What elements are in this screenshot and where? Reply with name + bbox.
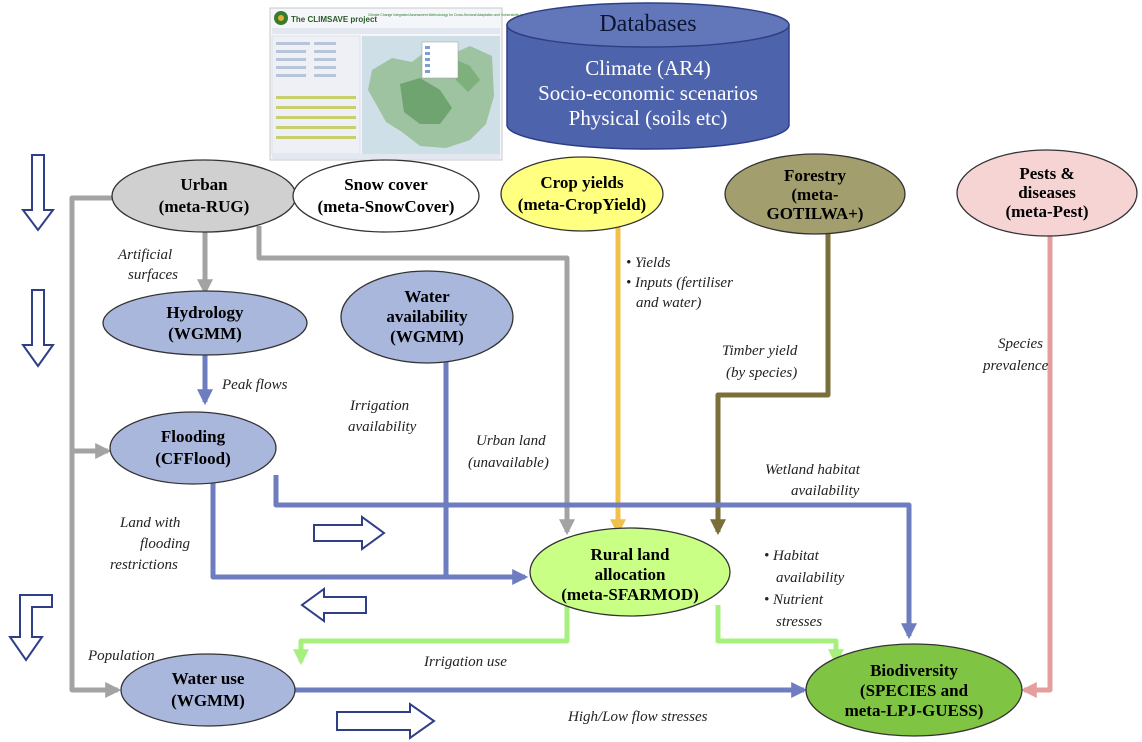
node-pests-diseases: Pests & diseases (meta-Pest) bbox=[956, 149, 1138, 237]
water-availability-title-2: availability bbox=[386, 307, 468, 326]
hollow-arrow-right-2 bbox=[336, 702, 436, 740]
label-habitat-1: • Habitat bbox=[764, 548, 820, 564]
label-irrigation-use: Irrigation use bbox=[423, 654, 507, 670]
rural-title: Rural land bbox=[591, 545, 670, 564]
node-biodiversity: Biodiversity (SPECIES and meta-LPJ-GUESS… bbox=[805, 643, 1023, 737]
pests-subtitle: (meta-Pest) bbox=[1005, 202, 1088, 221]
hydrology-title: Hydrology bbox=[166, 303, 244, 322]
label-land-flooding-2: flooding bbox=[140, 536, 191, 552]
crop-subtitle: (meta-CropYield) bbox=[518, 195, 646, 214]
label-irrigation-availability-2: availability bbox=[348, 419, 417, 435]
label-timber-yield-2: (by species) bbox=[726, 365, 797, 381]
water-use-title: Water use bbox=[172, 669, 245, 688]
label-urban-land-1: Urban land bbox=[476, 433, 546, 449]
hollow-arrow-down-1 bbox=[21, 154, 55, 232]
urban-subtitle: (meta-RUG) bbox=[159, 197, 250, 216]
pests-title-2: diseases bbox=[1018, 183, 1076, 202]
arrow-rural-to-wateruse bbox=[292, 605, 570, 666]
label-yields: • Yields bbox=[626, 255, 671, 271]
forestry-subtitle-2: GOTILWA+) bbox=[767, 204, 864, 223]
hollow-arrow-right-1 bbox=[313, 515, 386, 551]
water-availability-title: Water bbox=[404, 287, 450, 306]
node-forestry: Forestry (meta- GOTILWA+) bbox=[724, 153, 906, 235]
label-nutrient-1: • Nutrient bbox=[764, 592, 824, 608]
label-artificial-surfaces-2: surfaces bbox=[128, 267, 178, 283]
label-urban-land-2: (unavailable) bbox=[468, 455, 549, 471]
database-line-physical: Physical (soils etc) bbox=[569, 106, 728, 130]
climsave-screenshot: The CLIMSAVE project Climate Change Inte… bbox=[269, 7, 535, 161]
label-species-prevalence-1: Species bbox=[998, 336, 1043, 352]
water-availability-subtitle: (WGMM) bbox=[390, 327, 464, 346]
label-land-flooding-1: Land with bbox=[119, 515, 180, 531]
flooding-subtitle: (CFFlood) bbox=[155, 449, 231, 468]
snow-title: Snow cover bbox=[344, 175, 428, 194]
arrow-flooding-to-rural bbox=[210, 482, 529, 586]
rural-subtitle: (meta-SFARMOD) bbox=[561, 585, 699, 604]
label-inputs-1: • Inputs (fertiliser bbox=[626, 275, 733, 291]
label-habitat-2: availability bbox=[776, 570, 845, 586]
arrow-pests-to-biodiversity bbox=[1020, 234, 1053, 699]
databases-title: Databases bbox=[599, 11, 696, 37]
arrow-forestry-to-rural bbox=[709, 220, 831, 536]
node-crop-yields: Crop yields (meta-CropYield) bbox=[500, 156, 664, 232]
urban-title: Urban bbox=[180, 175, 228, 194]
arrow-urban-to-rural bbox=[256, 226, 576, 536]
label-high-low-flow: High/Low flow stresses bbox=[567, 709, 708, 725]
label-wetland-habitat-2: availability bbox=[791, 483, 860, 499]
label-irrigation-availability-1: Irrigation bbox=[349, 398, 409, 414]
hollow-arrow-down-2 bbox=[21, 289, 55, 368]
crop-title: Crop yields bbox=[540, 173, 624, 192]
flooding-title: Flooding bbox=[161, 427, 226, 446]
label-artificial-surfaces-1: Artificial bbox=[117, 247, 172, 263]
biodiversity-title: Biodiversity bbox=[870, 661, 958, 680]
hollow-arrow-turn-down bbox=[8, 594, 53, 662]
hydrology-subtitle: (WGMM) bbox=[168, 324, 242, 343]
screenshot-title: The CLIMSAVE project bbox=[291, 15, 377, 24]
screenshot-subtitle: Climate Change Integrated Assessment Met… bbox=[368, 13, 535, 17]
forestry-subtitle: (meta- bbox=[791, 185, 839, 204]
forestry-title: Forestry bbox=[784, 166, 846, 185]
biodiversity-subtitle-2: meta-LPJ-GUESS) bbox=[845, 701, 984, 720]
label-population: Population bbox=[87, 648, 155, 664]
database-line-socio: Socio-economic scenarios bbox=[538, 81, 758, 105]
databases-cylinder: Databases Climate (AR4) Socio-economic s… bbox=[506, 2, 790, 150]
node-water-availability: Water availability (WGMM) bbox=[340, 270, 514, 364]
label-timber-yield-1: Timber yield bbox=[722, 343, 798, 359]
snow-subtitle: (meta-SnowCover) bbox=[318, 197, 455, 216]
database-line-climate: Climate (AR4) bbox=[585, 56, 710, 80]
biodiversity-subtitle: (SPECIES and bbox=[860, 681, 969, 700]
node-rural-land-allocation: Rural land allocation (meta-SFARMOD) bbox=[529, 527, 731, 617]
label-species-prevalence-2: prevalence bbox=[982, 358, 1049, 374]
node-water-use: Water use (WGMM) bbox=[120, 653, 296, 727]
arrow-urban-left-trunk bbox=[69, 195, 122, 699]
node-urban: Urban (meta-RUG) bbox=[111, 159, 297, 233]
label-land-flooding-3: restrictions bbox=[110, 557, 178, 573]
node-hydrology: Hydrology (WGMM) bbox=[102, 290, 308, 356]
label-nutrient-2: stresses bbox=[776, 614, 822, 630]
arrow-flooding-to-biodiversity bbox=[273, 475, 918, 640]
node-snow-cover: Snow cover (meta-SnowCover) bbox=[292, 159, 480, 233]
label-peak-flows: Peak flows bbox=[221, 377, 288, 393]
water-use-subtitle: (WGMM) bbox=[171, 691, 245, 710]
hollow-arrow-left bbox=[300, 587, 367, 623]
node-flooding: Flooding (CFFlood) bbox=[109, 411, 277, 485]
rural-title-2: allocation bbox=[595, 565, 666, 584]
pests-title: Pests & bbox=[1019, 164, 1074, 183]
arrow-rural-to-biodiversity bbox=[715, 605, 845, 666]
label-wetland-habitat-1: Wetland habitat bbox=[765, 462, 861, 478]
label-inputs-2: and water) bbox=[636, 295, 701, 311]
